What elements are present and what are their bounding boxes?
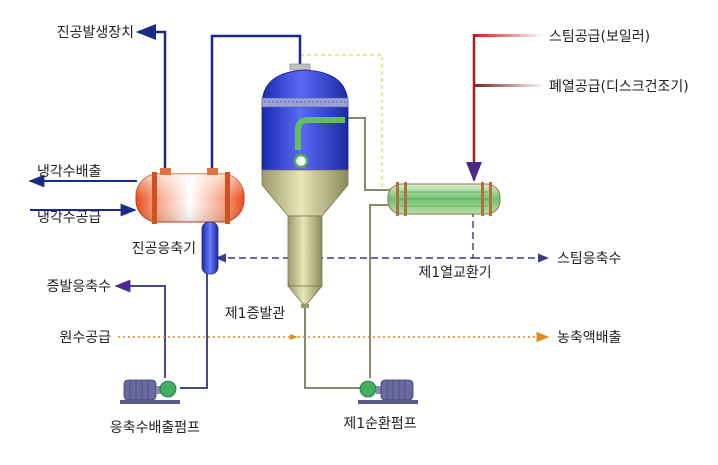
evaporator-top-nozzle xyxy=(289,63,311,71)
concentrate-valve xyxy=(540,334,548,340)
label-cooling-water-in: 냉각수공급 xyxy=(37,210,102,226)
vacuum-generator-line xyxy=(136,24,167,180)
label-circulation-pump-1: 제1순환펌프 xyxy=(343,416,416,432)
evaporator-cone xyxy=(287,285,323,305)
label-cooling-water-out: 냉각수배출 xyxy=(37,164,102,180)
evap-bottom-line xyxy=(304,308,360,389)
circulation-pump xyxy=(358,379,418,404)
pump-discharge-line xyxy=(180,270,208,389)
label-steam-supply: 스팀공급(보일러) xyxy=(549,29,650,45)
evaporator-sight-glass xyxy=(293,153,309,169)
circulation-pump-motor xyxy=(380,379,414,401)
condensate-pump-head xyxy=(159,380,177,398)
label-waste-heat-supply: 폐열공급(디스크건조기) xyxy=(549,79,689,95)
condensate-pump xyxy=(120,379,180,404)
evaporator-vessel xyxy=(261,63,349,308)
condenser-nozzle-top-2 xyxy=(207,168,218,175)
condenser-flange-right xyxy=(225,172,230,224)
label-condensate-pump: 응축수배출펌프 xyxy=(110,420,200,436)
evaporator-demister xyxy=(261,97,349,108)
condenser-nozzle-top-1 xyxy=(160,168,171,175)
evaporator-vapor-line xyxy=(210,34,302,180)
label-evaporator-1: 제1증발관 xyxy=(225,306,286,322)
evap-condensate-line xyxy=(114,279,166,378)
vacuum-condenser-unit xyxy=(135,168,245,224)
circulation-line xyxy=(369,204,390,378)
evaporator-lower-shell xyxy=(261,169,349,217)
condensate-return-line xyxy=(214,210,474,263)
label-heat-exchanger-1: 제1열교환기 xyxy=(418,265,491,281)
condensate-pump-motor xyxy=(123,379,157,401)
label-concentrate-out: 농축액배출 xyxy=(557,330,622,346)
label-vacuum-condenser: 진공응축기 xyxy=(132,241,196,257)
label-evap-condensate: 증발응축수 xyxy=(47,279,112,295)
condenser-hotwell xyxy=(201,221,219,275)
steam-supply-line xyxy=(474,34,544,37)
evaporator-internal-pipe xyxy=(295,117,345,150)
label-raw-water-supply: 원수공급 xyxy=(59,330,111,346)
circulation-pump-head xyxy=(359,380,377,398)
raw-water-valve xyxy=(290,334,298,340)
evap-return-line xyxy=(345,117,390,191)
waste-heat-supply-line xyxy=(474,84,544,87)
heat-exchanger-unit xyxy=(387,182,501,216)
label-steam-condensate: 스팀응축수 xyxy=(557,251,622,267)
vapor-line xyxy=(300,54,383,190)
evaporator-column xyxy=(287,215,323,287)
label-vacuum-generator: 진공발생장치 xyxy=(57,25,134,41)
condenser-flange-left xyxy=(152,172,157,224)
